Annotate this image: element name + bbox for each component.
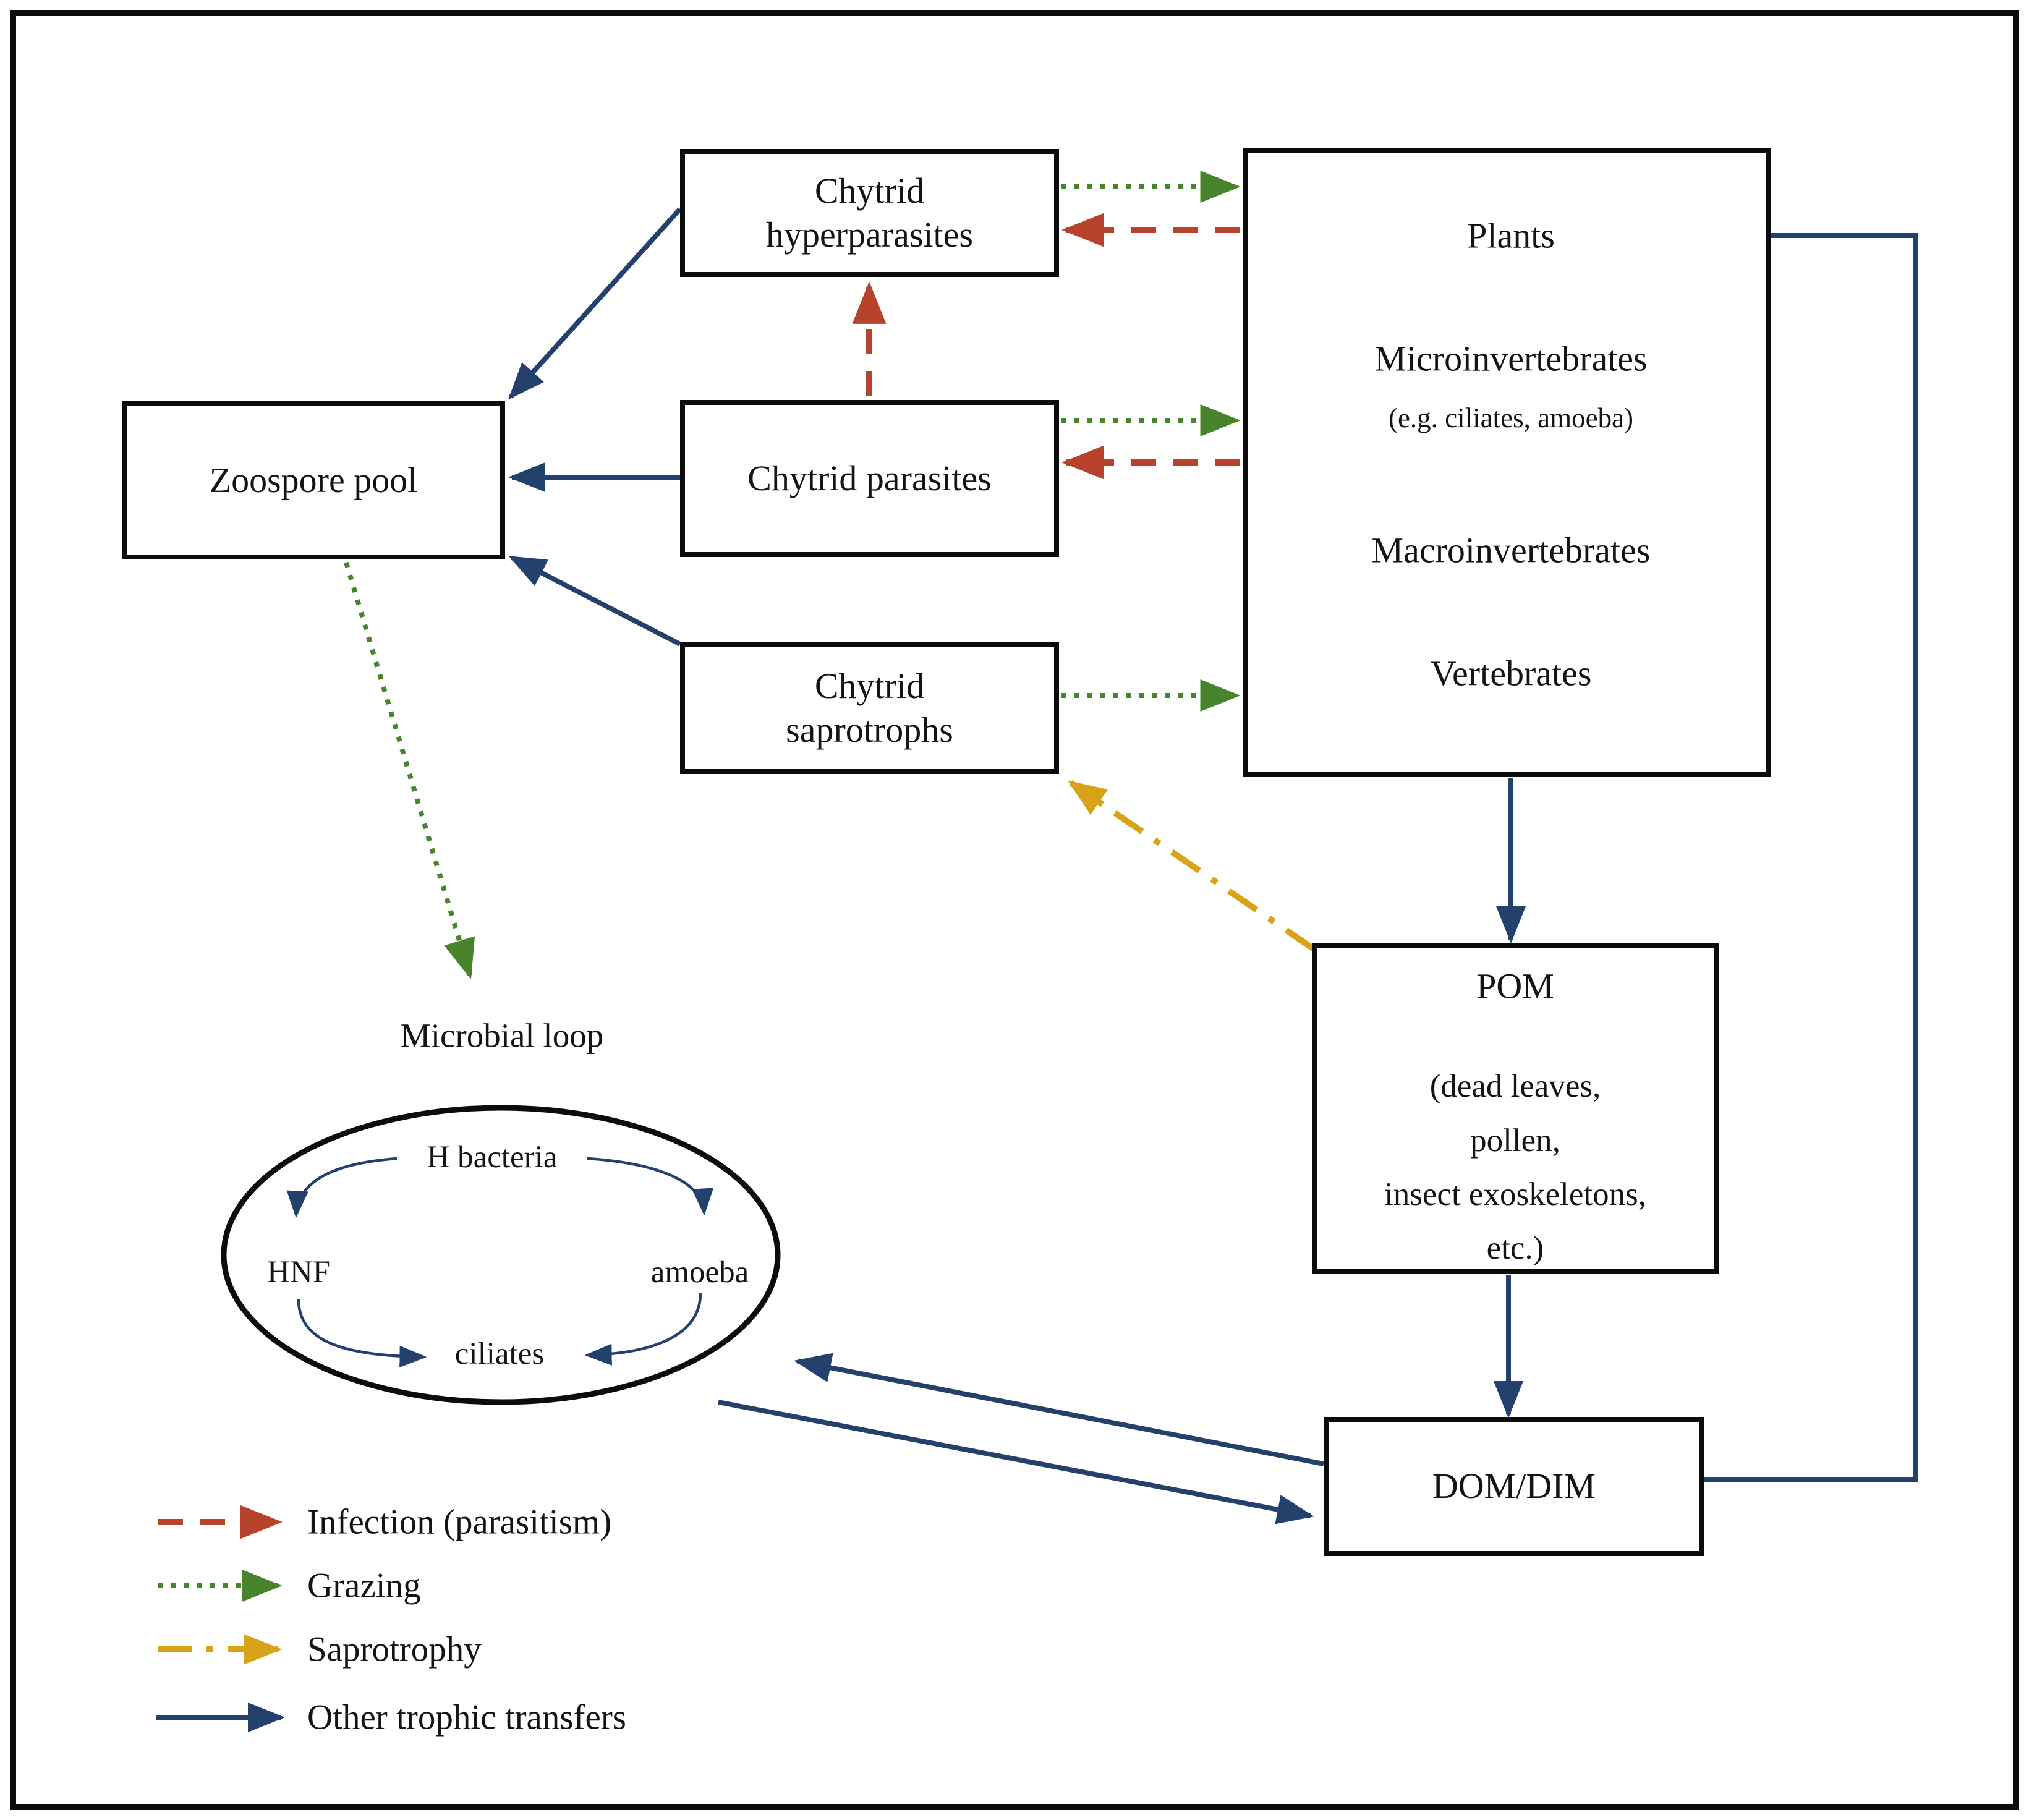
arrow-hbacteria-to-amoeba (587, 1157, 714, 1216)
box-label: Chytrid (814, 170, 925, 211)
pom-line: pollen, (1470, 1123, 1560, 1159)
box-label: Chytrid parasites (747, 457, 992, 498)
box-label: DOM/DIM (1432, 1466, 1596, 1507)
arrow-hnf-to-ciliates (297, 1299, 427, 1367)
foodweb-microinvertebrates: Microinvertebrates (1374, 338, 1648, 379)
box-chytrid-saprotrophs: Chytrid saprotrophs (680, 642, 1059, 774)
pom-line: etc.) (1486, 1230, 1544, 1266)
legend-grazing-label: Grazing (307, 1566, 421, 1605)
box-chytrid-hyperparasites: Chytrid hyperparasites (680, 149, 1059, 277)
legend-saprotrophy-label: Saprotrophy (307, 1630, 482, 1669)
box-pom (1312, 943, 1719, 1274)
pom-line: insect exoskeletons, (1384, 1176, 1646, 1212)
loop-hnf: HNF (266, 1255, 331, 1290)
box-label: saprotrophs (786, 709, 953, 750)
legend-infection-label: Infection (parasitism) (307, 1502, 612, 1542)
foodweb-vertebrates: Vertebrates (1430, 653, 1592, 694)
loop-h-bacteria: H bacteria (427, 1140, 558, 1175)
pom-line: (dead leaves, (1429, 1068, 1601, 1104)
microbial-loop-title: Microbial loop (400, 1016, 604, 1055)
arrow-zoospore-to-microbial-loop (344, 561, 475, 980)
box-zoospore-pool: Zoospore pool (122, 401, 505, 559)
foodweb-macroinvertebrates: Macroinvertebrates (1371, 530, 1651, 571)
pom-title: POM (1476, 966, 1554, 1006)
foodweb-micro-note: (e.g. ciliates, amoeba) (1388, 402, 1634, 433)
box-foodweb (1243, 148, 1771, 777)
box-label: Chytrid (814, 665, 925, 706)
arrow-loop-to-domdim (718, 1400, 1314, 1524)
foodweb-plants: Plants (1467, 215, 1555, 256)
arrow-hbacteria-to-hnf (286, 1157, 398, 1218)
arrow-pom-to-saprotrophs (1067, 780, 1316, 952)
arrow-domdim-to-loop (794, 1353, 1324, 1466)
box-label: hyperparasites (766, 214, 973, 255)
arrow-hyperparasites-to-zoospore (508, 207, 682, 400)
loop-amoeba: amoeba (650, 1255, 749, 1290)
box-chytrid-parasites: Chytrid parasites (680, 400, 1059, 557)
box-dom-dim: DOM/DIM (1324, 1417, 1704, 1556)
legend-other-label: Other trophic transfers (307, 1698, 626, 1737)
arrow-amoeba-to-ciliates (584, 1293, 702, 1366)
arrow-saprotrophs-to-zoospore (508, 555, 681, 647)
loop-ciliates: ciliates (454, 1337, 545, 1371)
box-label: Zoospore pool (209, 459, 418, 500)
